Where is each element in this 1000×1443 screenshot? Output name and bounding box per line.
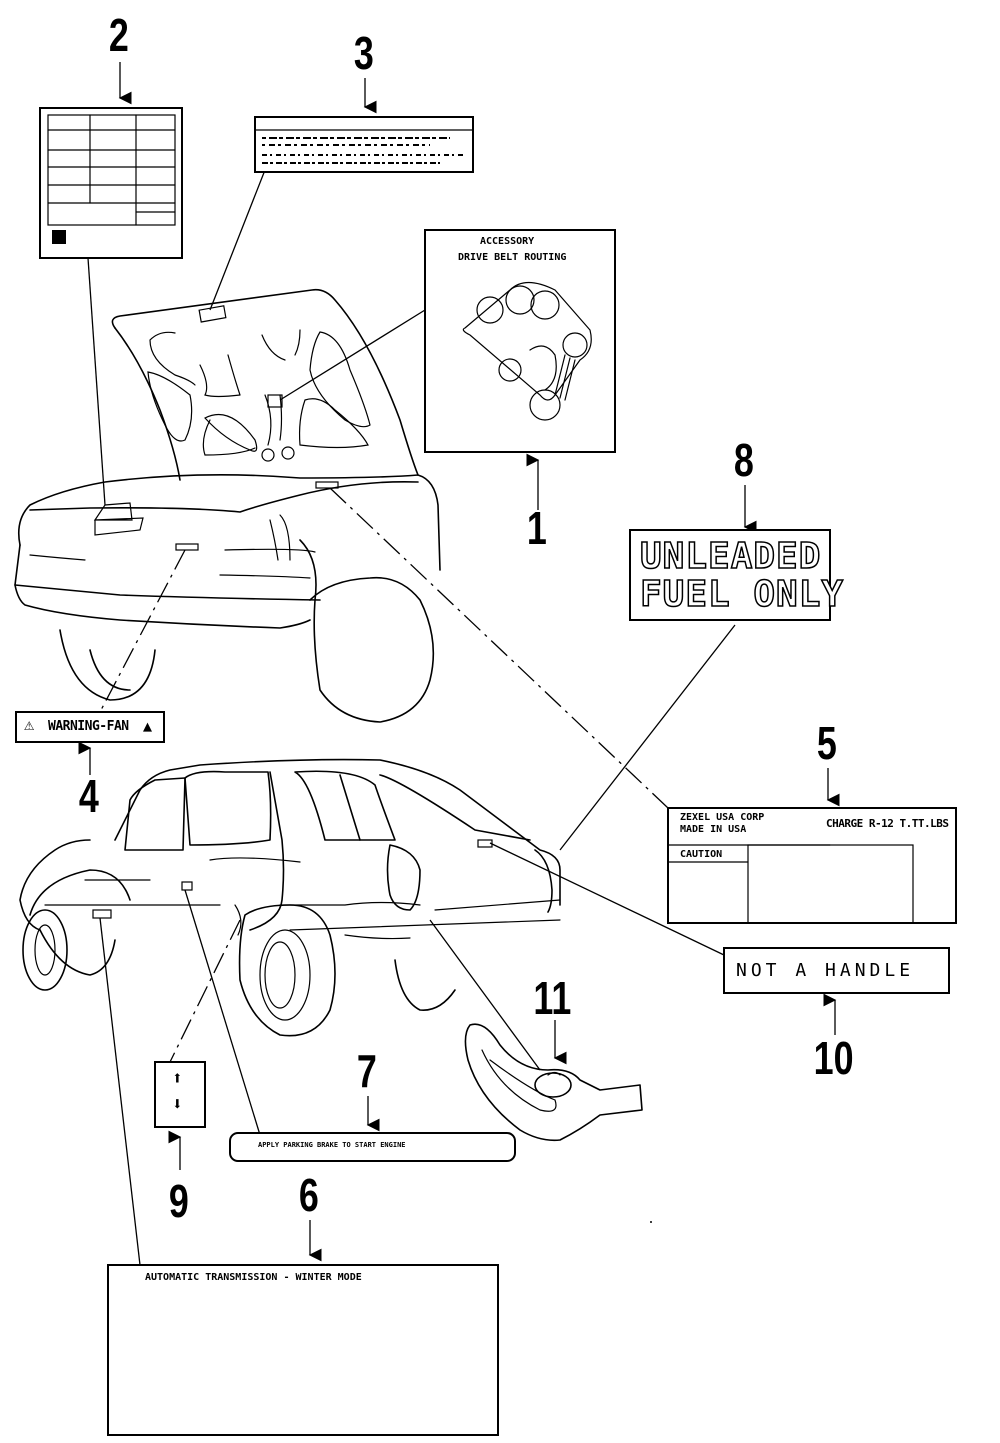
grid-table-icon — [52, 230, 66, 244]
label-4-text: WARNING-FAN — [48, 719, 129, 734]
label-6-box — [107, 1264, 499, 1436]
label-7-text: APPLY PARKING BRAKE TO START ENGINE — [258, 1141, 406, 1149]
label-5-charge: CHARGE R-12 T.TT.LBS — [826, 817, 949, 830]
label-9-box — [154, 1061, 206, 1128]
tail-lamp-drawing — [464, 1023, 643, 1142]
label-4-box — [15, 711, 165, 743]
label-6-text: AUTOMATIC TRANSMISSION - WINTER MODE — [145, 1272, 362, 1283]
callout-11: 11 — [533, 972, 572, 1024]
label-3-info — [254, 116, 474, 173]
up-arrow-icon: ⬆ — [172, 1068, 183, 1089]
label-5-maker-line1: ZEXEL USA CORP — [680, 812, 765, 823]
callout-2: 2 — [108, 9, 129, 61]
label-7-box — [229, 1132, 516, 1162]
callout-1: 1 — [526, 502, 547, 554]
label-2-emission-grid — [39, 107, 183, 259]
label-5-maker-line2: MADE IN USA — [680, 824, 747, 835]
leader-lines — [87, 169, 736, 1266]
down-arrow-icon: ⬇ — [172, 1094, 183, 1115]
label-1-title-line2: DRIVE BELT ROUTING — [458, 252, 567, 263]
suv-drawing — [19, 758, 561, 1037]
label-1-title-line1: ACCESSORY — [480, 236, 535, 247]
callout-6: 6 — [298, 1169, 319, 1221]
label-8-box — [629, 529, 831, 621]
label-8-line1: UNLEADED — [639, 536, 822, 578]
label-5-caution: CAUTION — [680, 849, 723, 860]
label-10-box — [723, 947, 950, 994]
label-8-line2: FUEL ONLY — [639, 574, 845, 616]
label-1-belt-routing — [424, 229, 616, 453]
callout-9: 9 — [168, 1175, 189, 1227]
label-5-ac-box — [667, 807, 957, 924]
callout-7: 7 — [356, 1045, 377, 1097]
callout-4: 4 — [78, 770, 99, 822]
warning-triangle-icon: ⚠ — [24, 715, 35, 735]
front-vehicle-drawing — [14, 288, 441, 723]
up-arrow-icon: ▲ — [143, 717, 153, 735]
callout-5: 5 — [816, 717, 837, 769]
label-10-text: NOT A HANDLE — [736, 960, 915, 981]
callout-arrows — [78, 62, 840, 1262]
callout-8: 8 — [733, 434, 754, 486]
callout-3: 3 — [353, 27, 374, 79]
callout-10: 10 — [813, 1032, 854, 1084]
